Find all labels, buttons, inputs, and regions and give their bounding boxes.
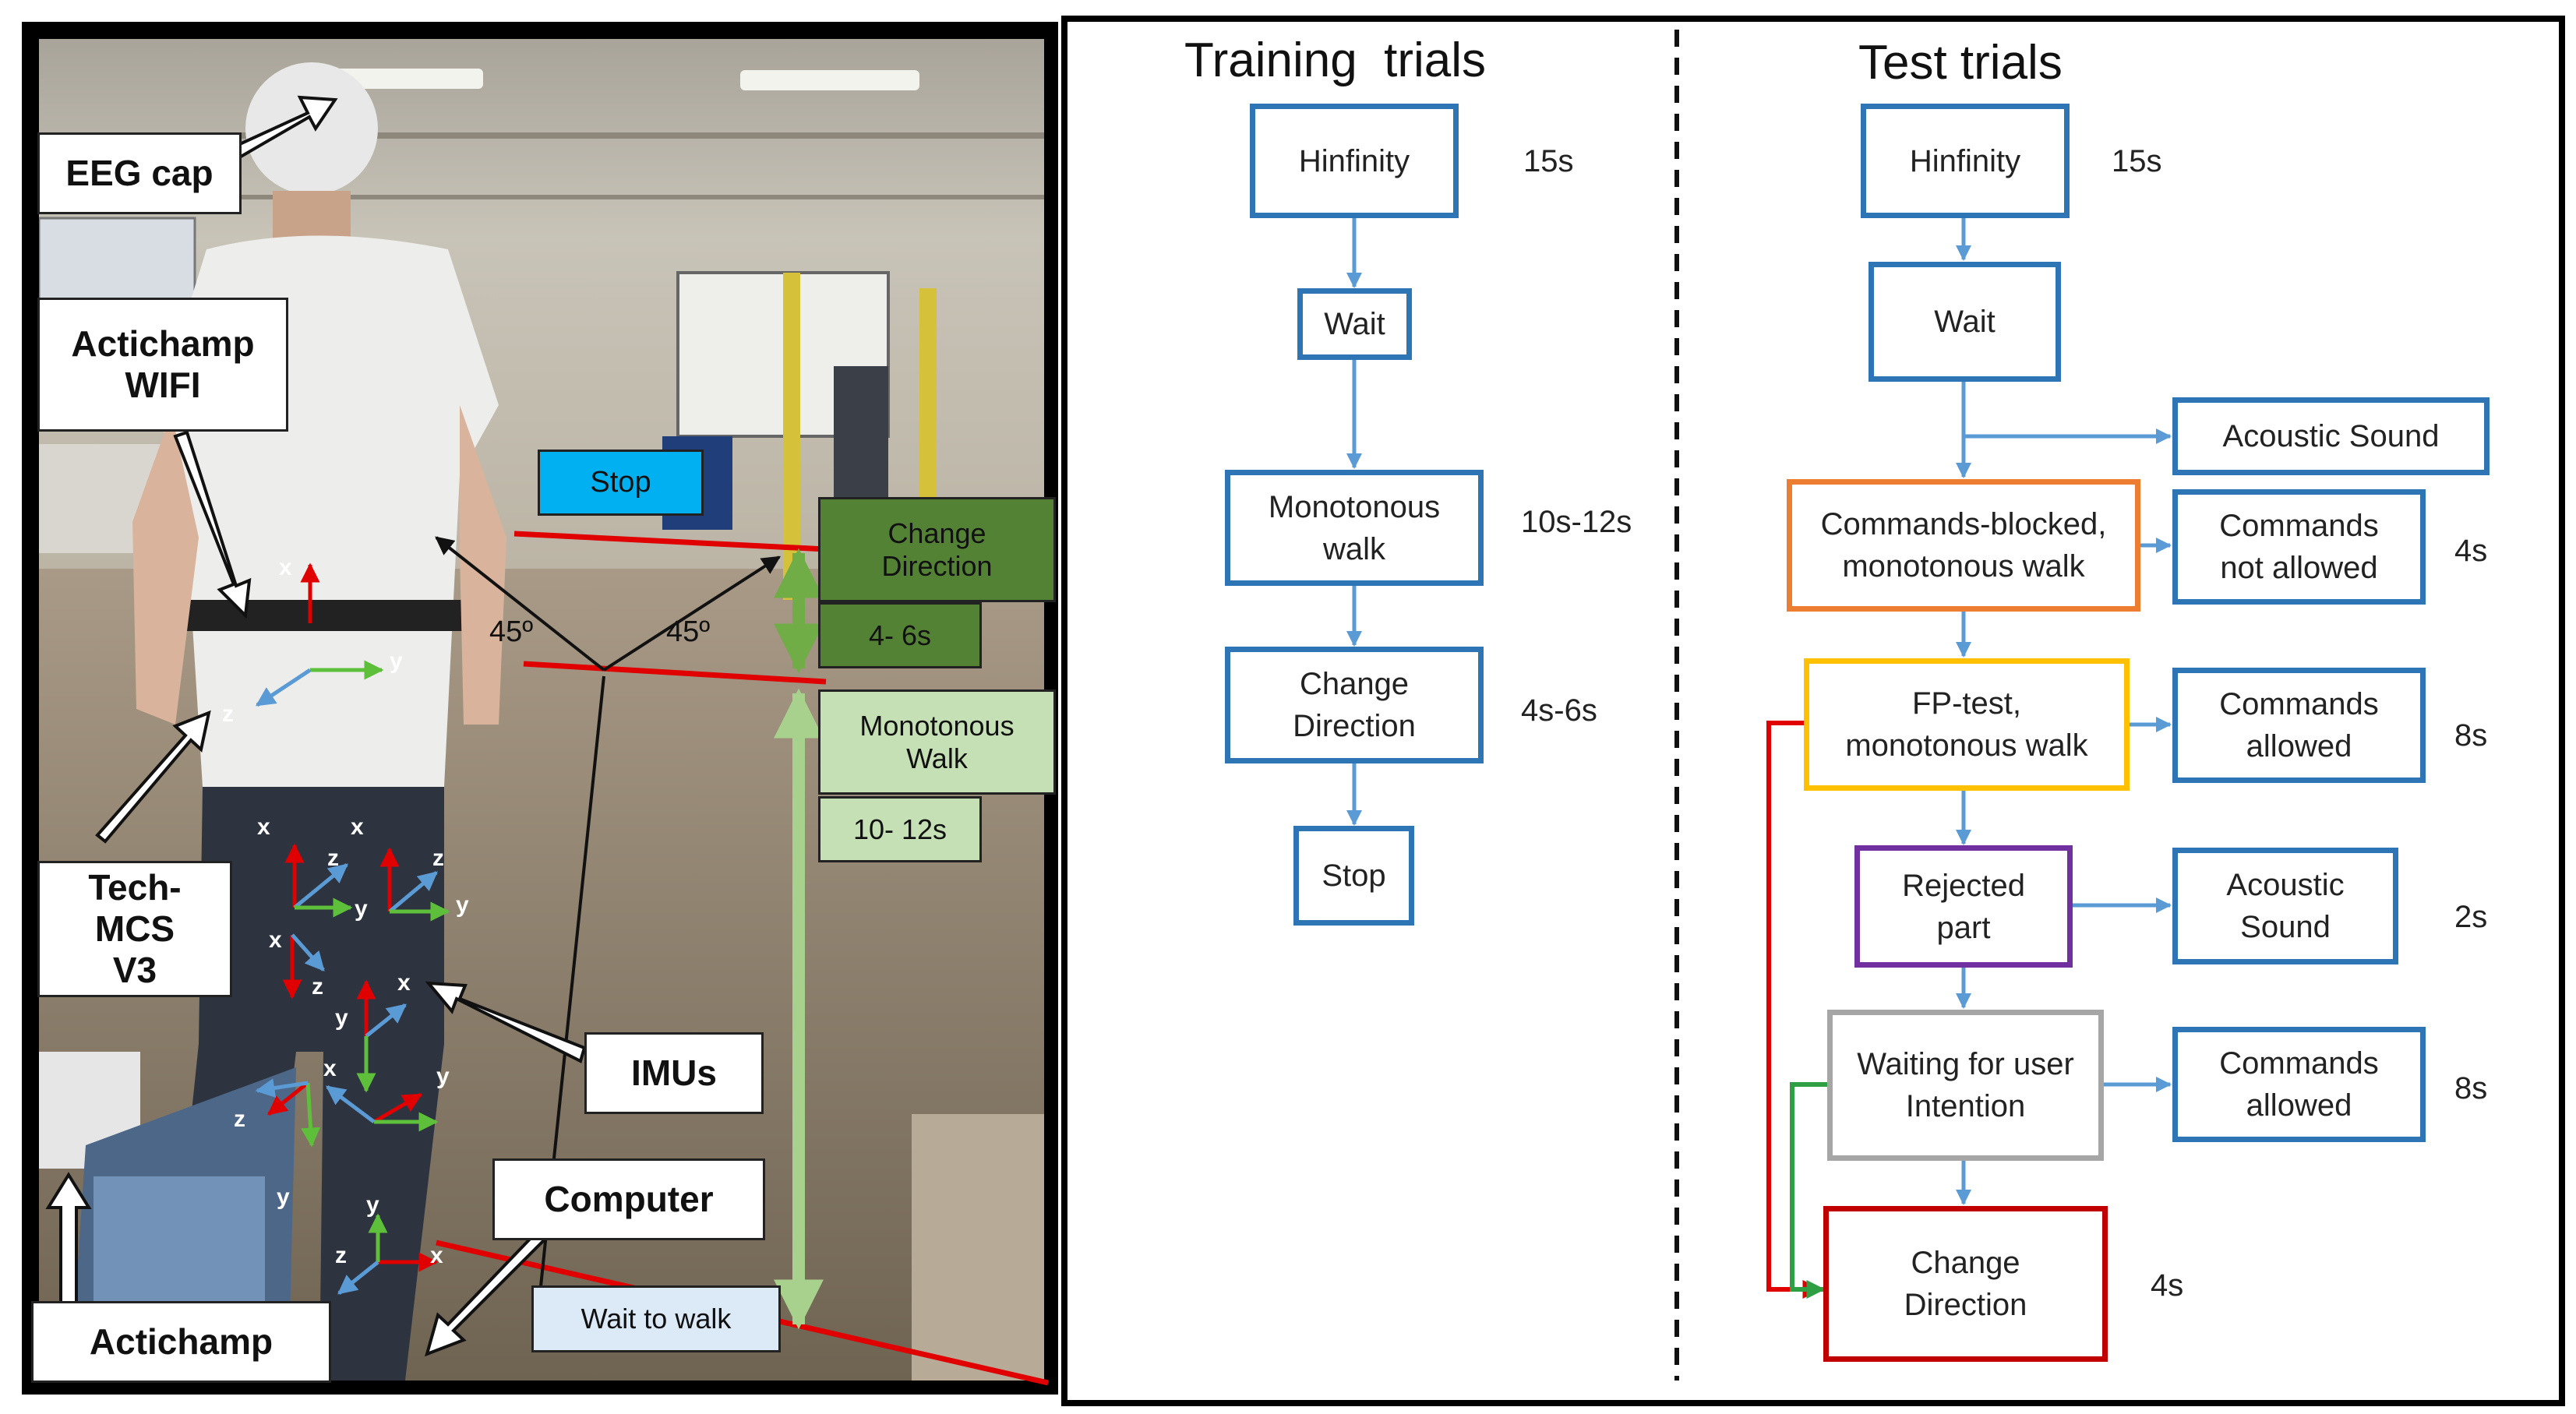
eeg-cap-head	[245, 62, 378, 195]
axis-label-z: z	[312, 974, 323, 1000]
red-line-top	[513, 531, 827, 552]
test-title: Test trials	[1858, 36, 2063, 90]
label-computer: Computer	[492, 1158, 765, 1240]
label-actichamp: Actichamp	[31, 1301, 331, 1383]
angle-label-right: 45º	[666, 615, 711, 648]
frame-post	[783, 273, 800, 600]
test-time-hinfinity: 15s	[2112, 144, 2162, 178]
label-stop: Stop	[538, 450, 704, 516]
test-step-fp-test: FP-test, monotonous walk	[1804, 658, 2130, 791]
training-step-wait: Wait	[1297, 288, 1412, 360]
ceiling-beam	[55, 195, 1044, 199]
test-step-change-direction: Change Direction	[1823, 1206, 2108, 1362]
test-step-wait: Wait	[1868, 262, 2061, 382]
label-change-direction: Change Direction	[818, 497, 1056, 602]
test-side-acoustic-sound: Acoustic Sound	[2172, 397, 2490, 475]
left-arm	[132, 413, 199, 725]
test-arrows	[1956, 218, 2172, 1205]
axis-label-z: z	[432, 845, 444, 871]
axis-label-y: y	[335, 1005, 348, 1031]
axis-label-z: z	[234, 1106, 245, 1132]
belt	[156, 600, 499, 631]
training-time-change-direction: 4s-6s	[1521, 693, 1597, 728]
arrow-actichamp	[45, 1172, 92, 1318]
ceiling-beam	[55, 132, 1044, 139]
training-time-monotonous-walk: 10s-12s	[1521, 505, 1632, 539]
training-step-change-direction: Change Direction	[1225, 647, 1484, 763]
arrow-computer	[425, 1229, 548, 1357]
axis-label-z: z	[327, 845, 339, 871]
label-eeg-cap: EEG cap	[37, 132, 242, 214]
red-line-middle	[523, 661, 827, 685]
test-time-waiting-intention: 8s	[2454, 1071, 2488, 1105]
test-side-commands-allowed-2: Commands allowed	[2172, 1027, 2426, 1142]
label-actichamp-wifi: Actichamp WIFI	[37, 298, 288, 432]
arrow-actichamp-wifi	[173, 430, 252, 619]
axis-label-z: z	[335, 1243, 347, 1268]
test-step-waiting-intention: Waiting for user Intention	[1827, 1010, 2104, 1161]
right-arm	[460, 405, 506, 725]
label-tech-mcs: Tech-MCS V3	[37, 861, 232, 997]
floor-patch	[912, 1114, 1044, 1381]
axis-label-y: y	[456, 892, 469, 918]
label-change-time: 4- 6s	[818, 602, 982, 668]
test-side-acoustic-sound-2: Acoustic Sound	[2172, 848, 2398, 964]
axis-label-y: y	[277, 1184, 290, 1210]
axis-label-y: y	[436, 1063, 450, 1089]
test-side-commands-allowed: Commands allowed	[2172, 668, 2426, 783]
test-step-commands-blocked: Commands-blocked, monotonous walk	[1787, 479, 2140, 612]
axis-label-x: x	[279, 555, 292, 580]
label-walk-time: 10- 12s	[818, 796, 982, 862]
test-time-change-direction: 4s	[2151, 1268, 2184, 1303]
axis-label-x: x	[257, 814, 270, 840]
test-time-rejected-part: 2s	[2454, 900, 2488, 934]
axis-label-y: y	[390, 648, 403, 674]
arrow-tech-mcs	[95, 710, 211, 844]
training-step-stop: Stop	[1293, 826, 1414, 926]
test-step-rejected-part: Rejected part	[1854, 845, 2073, 968]
intention-loop-green	[1790, 1082, 1827, 1299]
imu-axes	[255, 562, 450, 1295]
training-step-hinfinity: Hinfinity	[1250, 104, 1459, 218]
arrow-imus	[425, 981, 587, 1063]
label-imus: IMUs	[584, 1032, 764, 1114]
axis-label-x: x	[397, 970, 411, 996]
white-pointer-arrows	[45, 95, 587, 1357]
test-step-hinfinity: Hinfinity	[1861, 104, 2070, 218]
test-side-commands-not-allowed: Commands not allowed	[2172, 489, 2426, 605]
angle-label-left: 45º	[489, 615, 534, 648]
training-step-monotonous-walk: Monotonous walk	[1225, 470, 1484, 586]
axis-label-x: x	[430, 1243, 443, 1268]
arrow-right-45	[602, 555, 782, 672]
label-wait-to-walk: Wait to walk	[531, 1285, 781, 1352]
ceiling-light	[740, 70, 919, 90]
training-title: Training trials	[1184, 33, 1487, 87]
arrow-left-45	[435, 536, 605, 672]
test-time-fp-test: 8s	[2454, 718, 2488, 753]
training-time-hinfinity: 15s	[1523, 144, 1574, 178]
axis-label-y: y	[366, 1192, 379, 1218]
axis-label-y: y	[355, 896, 368, 922]
test-time-commands-blocked: 4s	[2454, 534, 2488, 568]
axis-label-x: x	[323, 1056, 337, 1081]
axis-label-z: z	[222, 701, 234, 727]
label-monotonous-walk: Monotonous Walk	[818, 689, 1056, 795]
axis-label-x: x	[269, 927, 282, 953]
axis-label-x: x	[351, 814, 364, 840]
